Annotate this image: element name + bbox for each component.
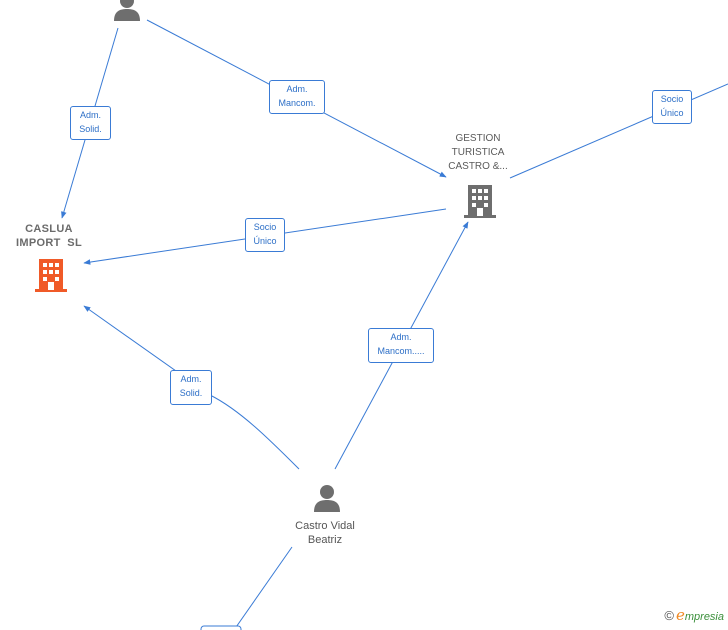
edge-label-line: Mancom. bbox=[278, 98, 316, 108]
brand-logo-initial: e bbox=[675, 606, 685, 624]
node-gestion-line1: GESTION bbox=[455, 133, 501, 144]
edge-label-line: Adm. bbox=[286, 84, 308, 94]
edge-label-castro-to-gestion[interactable]: Adm. Mancom..... bbox=[368, 328, 434, 363]
node-caslua-line1: CASLUA bbox=[25, 223, 73, 235]
edge-label-line: Adm. bbox=[79, 110, 101, 120]
copyright-symbol: © bbox=[664, 608, 674, 623]
person-icon-castro[interactable] bbox=[312, 483, 342, 513]
edge-label-right-to-gestion[interactable]: Socio Único bbox=[652, 90, 692, 124]
edge-label-top-to-gestion[interactable]: Adm. Mancom. bbox=[269, 80, 325, 114]
edge-offscreen-to-gestion bbox=[509, 83, 728, 179]
node-gestion-line2: TURISTICA bbox=[451, 147, 505, 158]
brand-logo-text: mpresia bbox=[684, 611, 724, 623]
edge-label-line: Adm. bbox=[180, 374, 202, 384]
node-label-caslua: CASLUA IMPORT SL bbox=[8, 222, 90, 250]
edge-label-line: Socio bbox=[253, 222, 277, 232]
edge-castro-to-offscreen bbox=[233, 546, 293, 630]
edge-label-line: Único bbox=[660, 108, 684, 118]
node-castro-line1: Castro Vidal bbox=[295, 520, 355, 532]
node-label-castro: Castro Vidal Beatriz bbox=[278, 519, 372, 547]
edge-label-line: Solid. bbox=[79, 124, 102, 134]
edge-label-gestion-to-caslua[interactable]: Socio Único bbox=[245, 218, 285, 252]
edge-label-line: Único bbox=[253, 236, 277, 246]
edge-label-line: Adm. bbox=[390, 332, 412, 342]
node-gestion-line3: CASTRO &... bbox=[448, 161, 508, 172]
node-caslua-line2: IMPORT SL bbox=[16, 237, 82, 249]
node-castro-line2: Beatriz bbox=[307, 534, 343, 546]
building-icon-gestion[interactable] bbox=[463, 182, 497, 220]
edge-castro-to-caslua bbox=[83, 305, 300, 470]
edge-label-line: Socio bbox=[660, 94, 684, 104]
edge-label-line: Solid. bbox=[179, 388, 203, 398]
person-icon-top[interactable] bbox=[112, 0, 142, 22]
edge-label-line: Mancom..... bbox=[377, 346, 425, 356]
edge-label-offscreen-partial[interactable] bbox=[200, 625, 242, 630]
brand-footer: ©empresia bbox=[664, 606, 724, 624]
node-label-gestion: GESTION TURISTICA CASTRO &... bbox=[436, 132, 520, 174]
edge-label-top-to-caslua[interactable]: Adm. Solid. bbox=[70, 106, 111, 140]
building-icon-caslua[interactable] bbox=[34, 256, 68, 294]
edge-label-castro-to-caslua[interactable]: Adm. Solid. bbox=[170, 370, 212, 405]
